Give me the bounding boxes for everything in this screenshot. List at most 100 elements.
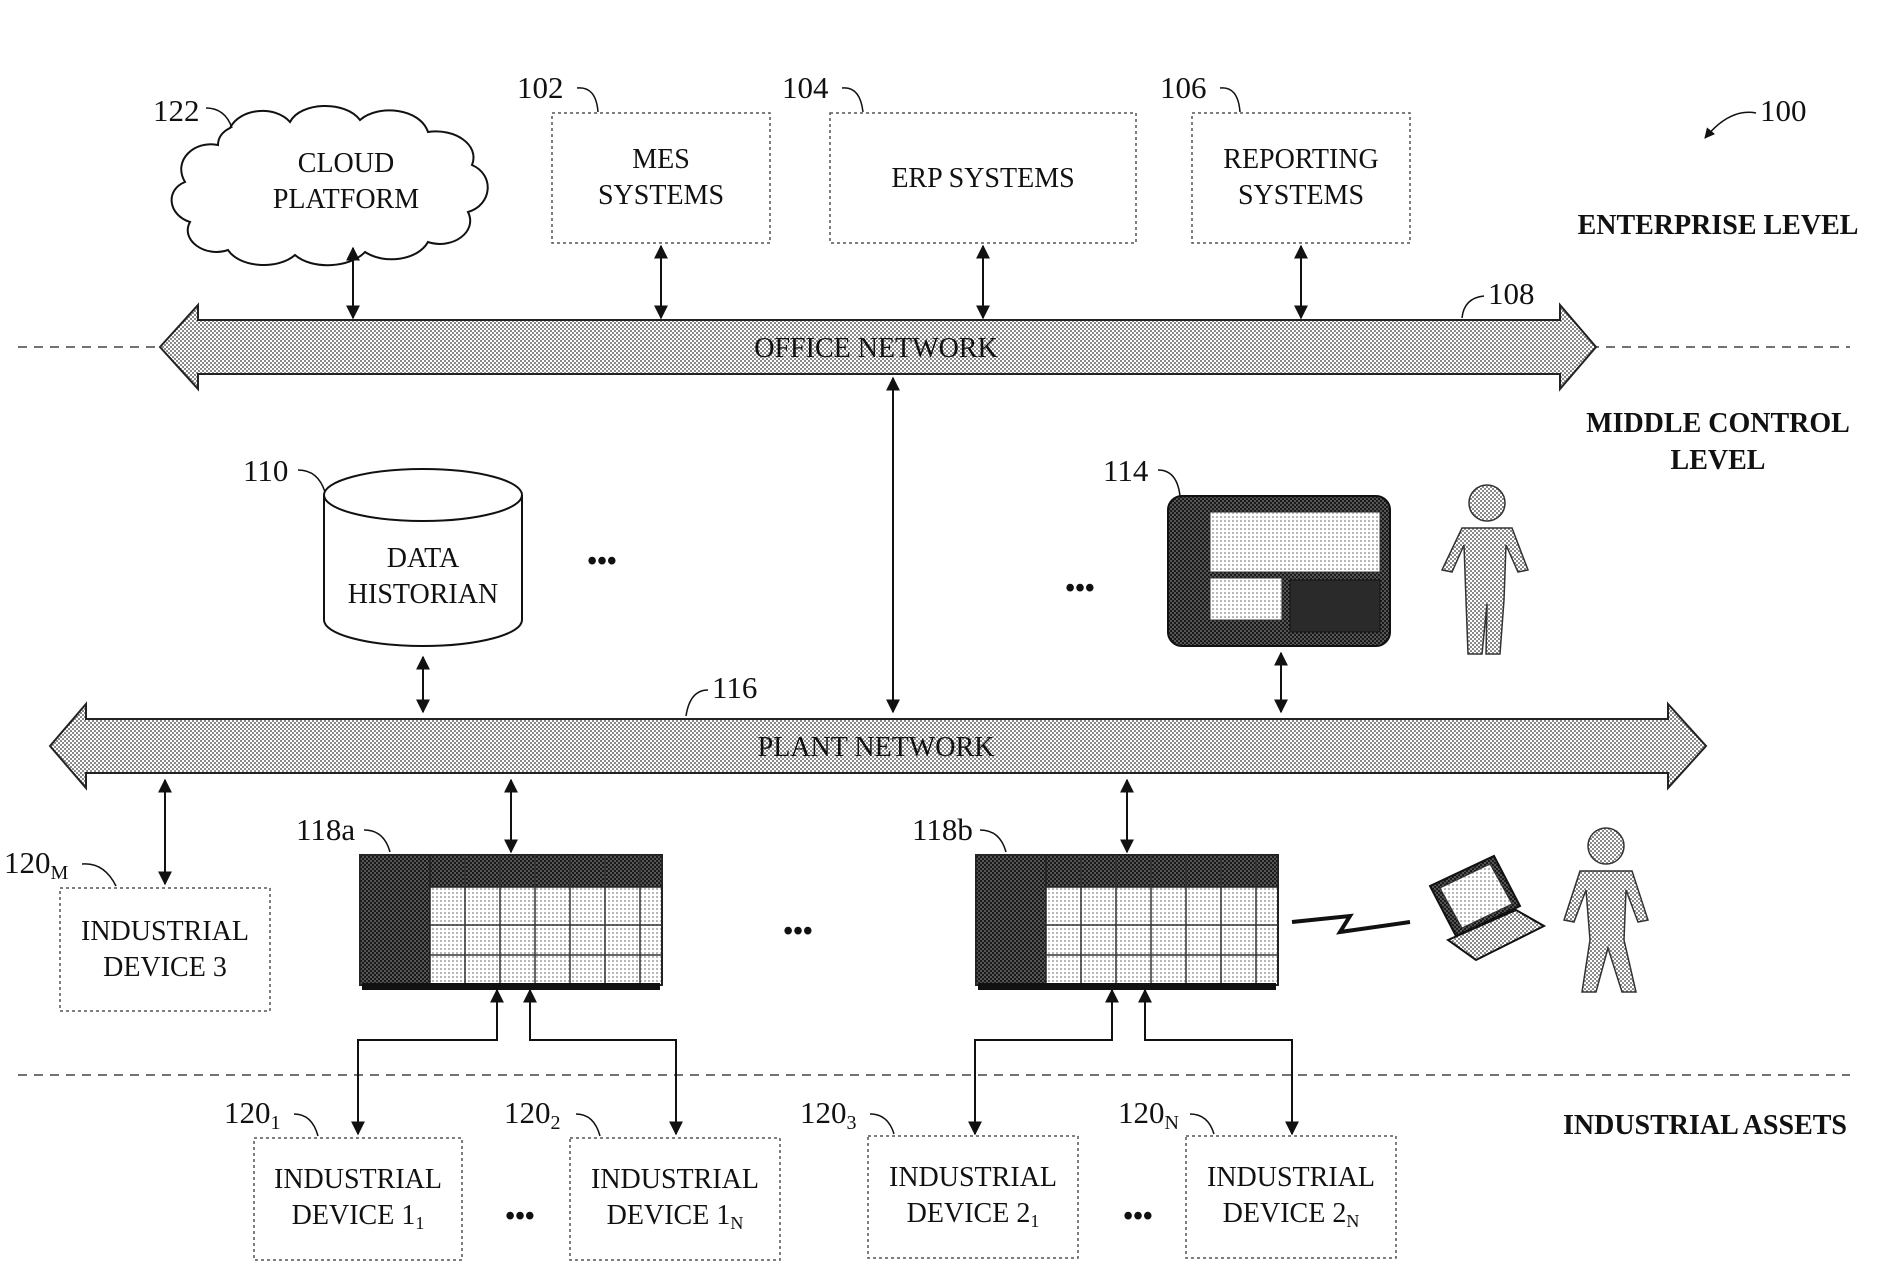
- laptop-icon: [1430, 856, 1544, 960]
- ref-120m-base: 120: [4, 845, 51, 880]
- ref-100-arrow: [1705, 112, 1756, 138]
- device-1-n-label-1: INDUSTRIAL: [591, 1164, 759, 1195]
- cloud-label-1: CLOUD: [298, 148, 394, 179]
- ref-120-1-lead: [294, 1114, 318, 1136]
- wireless-link-icon: [1292, 916, 1410, 932]
- ref-120-1-sub: 1: [271, 1112, 281, 1134]
- cloud-label-2: PLATFORM: [273, 184, 419, 215]
- ref-108: 108: [1488, 276, 1535, 311]
- ref-120m-lead: [82, 864, 116, 886]
- reporting-label-1: REPORTING: [1223, 144, 1378, 175]
- ref-120-n-base: 120: [1118, 1095, 1165, 1130]
- device-1-1-label-2-text: DEVICE 1: [292, 1200, 416, 1231]
- ref-120-1: 1201: [224, 1095, 281, 1134]
- device-2-n-sub: N: [1346, 1211, 1359, 1231]
- controller-b-cpu: [976, 855, 1046, 985]
- ellipsis-controllers: •••: [783, 916, 812, 947]
- ref-102: 102: [517, 70, 564, 105]
- ref-116: 116: [712, 670, 757, 705]
- device-1-1-sub: 1: [415, 1213, 424, 1233]
- hmi-screen: [1210, 512, 1380, 572]
- ref-106-lead: [1220, 88, 1240, 112]
- ref-110: 110: [243, 453, 288, 488]
- plant-network-label: PLANT NETWORK: [758, 732, 995, 763]
- ellipsis-device-2: •••: [1123, 1201, 1152, 1232]
- ref-118a-lead: [364, 830, 390, 852]
- mes-label-1: MES: [632, 144, 690, 175]
- device-2-1-label-2-text: DEVICE 2: [907, 1198, 1031, 1229]
- ref-118b: 118b: [912, 812, 973, 847]
- device-1-1-label-2: DEVICE 11: [292, 1200, 425, 1233]
- device-1-n-label-2: DEVICE 1N: [607, 1200, 744, 1233]
- ref-106: 106: [1160, 70, 1207, 105]
- mes-label-2: SYSTEMS: [598, 180, 724, 211]
- ref-120-2: 1202: [504, 1095, 561, 1134]
- ref-118b-lead: [980, 830, 1006, 852]
- erp-label: ERP SYSTEMS: [891, 163, 1074, 194]
- middle-level-label-1: MIDDLE CONTROL: [1586, 408, 1850, 439]
- enterprise-level-label: ENTERPRISE LEVEL: [1578, 210, 1859, 241]
- ellipsis-middle-right: •••: [1065, 573, 1094, 604]
- ellipsis-device-1: •••: [505, 1201, 534, 1232]
- ref-110-lead: [298, 470, 325, 492]
- reporting-label-2: SYSTEMS: [1238, 180, 1364, 211]
- ref-120-2-sub: 2: [551, 1112, 561, 1134]
- industrial-device-1-1-box: [254, 1138, 462, 1260]
- ref-116-lead: [686, 690, 708, 716]
- ref-120-3-base: 120: [800, 1095, 847, 1130]
- ref-118a: 118a: [296, 812, 355, 847]
- historian-label-1: DATA: [387, 543, 460, 574]
- ref-104: 104: [782, 70, 829, 105]
- reporting-systems-box: [1192, 113, 1410, 243]
- office-network-label: OFFICE NETWORK: [754, 333, 997, 364]
- hmi-terminal: [1168, 496, 1390, 646]
- controller-a-cpu: [360, 855, 430, 985]
- ref-120-2-lead: [576, 1114, 600, 1136]
- historian-label-2: HISTORIAN: [348, 579, 498, 610]
- ref-102-lead: [577, 88, 598, 112]
- ref-120-3-sub: 3: [847, 1112, 857, 1134]
- ref-114-lead: [1158, 470, 1180, 496]
- ref-120-n: 120N: [1118, 1095, 1179, 1134]
- mes-systems-box: [552, 113, 770, 243]
- industrial-assets-label: INDUSTRIAL ASSETS: [1563, 1110, 1847, 1141]
- device-2-n-label-1: INDUSTRIAL: [1207, 1162, 1375, 1193]
- ref-122: 122: [153, 93, 200, 128]
- device-2-n-label-2: DEVICE 2N: [1223, 1198, 1360, 1231]
- ref-120-3-lead: [870, 1114, 894, 1134]
- ref-120-n-lead: [1190, 1114, 1214, 1134]
- industrial-device-3-box: [60, 888, 270, 1011]
- operator-person-icon: [1442, 485, 1528, 654]
- device-3-label-1: INDUSTRIAL: [81, 916, 249, 947]
- ref-120-2-base: 120: [504, 1095, 551, 1130]
- ref-100: 100: [1760, 93, 1807, 128]
- device-2-1-sub: 1: [1030, 1211, 1039, 1231]
- ref-120-1-base: 120: [224, 1095, 271, 1130]
- cloud-platform: CLOUD PLATFORM: [172, 106, 488, 265]
- ellipsis-middle-left: •••: [587, 546, 616, 577]
- device-2-n-label-2-text: DEVICE 2: [1223, 1198, 1347, 1229]
- ref-120m: 120M: [4, 845, 69, 884]
- device-3-label-2: DEVICE 3: [103, 952, 227, 983]
- historian-top: [324, 469, 522, 521]
- ref-122-lead: [206, 108, 232, 128]
- industrial-device-1-n-box: [570, 1138, 780, 1260]
- controller-b-device-2-1-link: [975, 990, 1112, 1134]
- controller-b-base: [978, 983, 1276, 990]
- device-1-n-sub: N: [730, 1213, 743, 1233]
- ref-108-lead: [1462, 296, 1484, 318]
- data-historian: DATA HISTORIAN: [324, 469, 522, 646]
- hmi-panel: [1210, 578, 1282, 620]
- industrial-device-2-n-box: [1186, 1136, 1396, 1258]
- middle-level-label-2: LEVEL: [1671, 445, 1766, 476]
- controller-a-device-1-1-link: [358, 990, 497, 1134]
- controller-118b: [976, 855, 1278, 990]
- controller-118a: [360, 855, 662, 990]
- hmi-keys: [1290, 580, 1380, 632]
- industrial-device-2-1-box: [868, 1136, 1078, 1258]
- device-1-n-label-2-text: DEVICE 1: [607, 1200, 731, 1231]
- engineer-person-icon: [1564, 828, 1648, 992]
- controller-a-base: [362, 983, 660, 990]
- ref-120m-sub: M: [51, 862, 69, 884]
